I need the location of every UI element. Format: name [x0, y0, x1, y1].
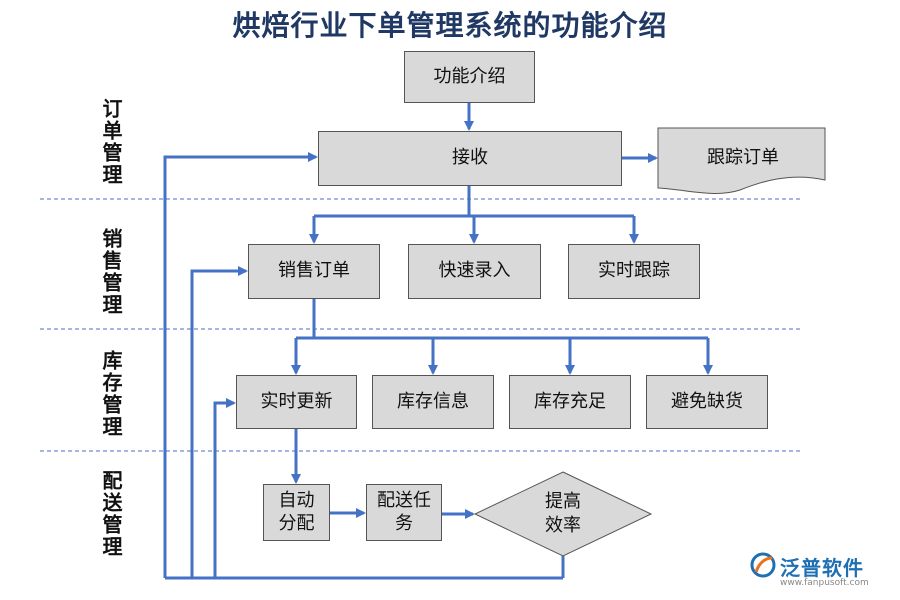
brand-logo-icon	[750, 552, 776, 578]
node-receive: 接收	[318, 131, 622, 186]
page-title: 烘焙行业下单管理系统的功能介绍	[232, 9, 668, 42]
section-label-sales: 销售管理	[99, 228, 123, 316]
brand-logo-url: www.fanpusoft.com	[780, 578, 869, 588]
node-auto-assign-line1: 自动	[278, 490, 315, 511]
node-receive-label: 接收	[452, 147, 488, 169]
node-track-order-label: 跟踪订单	[707, 147, 779, 168]
feedback-to-sales-order	[190, 266, 248, 578]
node-delivery-task-line1: 配送任	[377, 490, 431, 511]
node-realtime-update-label: 实时更新	[260, 390, 333, 412]
track-order-document-shape	[657, 127, 826, 194]
section-label-inventory: 库存管理	[99, 350, 123, 438]
node-realtime-track-label: 实时跟踪	[598, 260, 670, 282]
node-efficiency-line2: 效率	[545, 515, 581, 537]
node-avoid-shortage-label: 避免缺货	[671, 390, 743, 412]
node-efficiency: 提高 效率	[513, 490, 613, 539]
node-auto-assign: 自动 分配	[263, 484, 330, 541]
node-intro: 功能介绍	[404, 51, 535, 103]
node-intro-label: 功能介绍	[433, 65, 506, 87]
brand-logo-name: 泛普软件	[780, 556, 864, 580]
node-delivery-task-line2: 务	[395, 512, 413, 534]
node-inventory-sufficient: 库存充足	[509, 375, 631, 429]
node-avoid-shortage: 避免缺货	[646, 375, 768, 429]
feedback-to-receive	[163, 152, 318, 578]
feedback-to-realtime-update	[213, 398, 236, 578]
section-label-order: 订单管理	[99, 98, 123, 186]
brand-logo: 泛普软件 www.fanpusoft.com	[750, 552, 890, 592]
node-inventory-info: 库存信息	[372, 375, 494, 429]
node-sales-order: 销售订单	[248, 244, 380, 299]
node-quick-entry: 快速录入	[408, 244, 541, 299]
node-efficiency-line1: 提高	[545, 491, 581, 512]
node-realtime-update: 实时更新	[236, 375, 357, 429]
node-auto-assign-line2: 分配	[278, 512, 315, 534]
node-quick-entry-label: 快速录入	[438, 260, 511, 282]
node-inventory-info-label: 库存信息	[397, 390, 469, 412]
node-sales-order-label: 销售订单	[278, 260, 350, 282]
section-label-delivery: 配送管理	[99, 470, 123, 558]
node-inventory-sufficient-label: 库存充足	[534, 390, 606, 412]
node-realtime-track: 实时跟踪	[568, 244, 700, 299]
node-delivery-task: 配送任 务	[366, 484, 442, 541]
